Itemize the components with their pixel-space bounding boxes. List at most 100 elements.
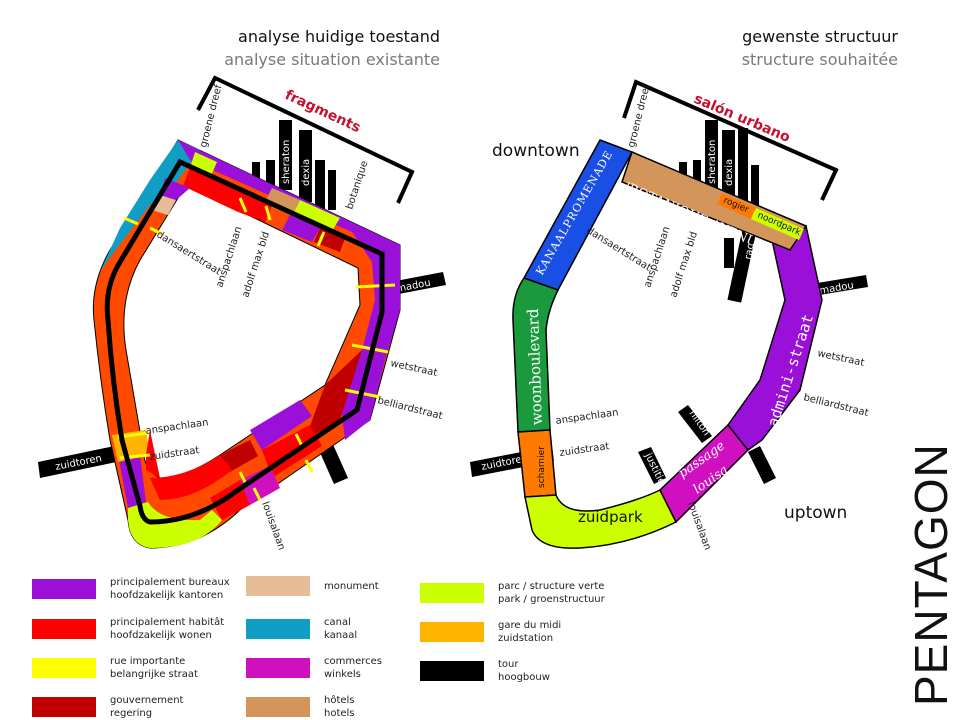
legend-swatch — [420, 661, 484, 681]
zone-admini-straat — [727, 224, 823, 452]
legend-item-canal: canal kanaal — [246, 616, 357, 642]
street-dansaertstraat: dansaertstraat — [584, 225, 652, 273]
legend-label: hoogbouw — [498, 672, 550, 683]
tower-hilton — [678, 405, 712, 443]
segment-offices — [352, 232, 400, 360]
tower — [315, 160, 325, 210]
tower-justitie — [638, 447, 666, 484]
legend-label: tour — [498, 659, 519, 670]
tower-label-rac: rac — [743, 243, 757, 260]
fragments-bracket — [196, 75, 415, 204]
right-panel: gewenste structuur structure souhaitée s… — [470, 27, 898, 552]
tower-zuidtoren — [38, 444, 126, 478]
legend-swatch — [32, 658, 96, 678]
zone-rogier — [717, 193, 756, 219]
legend-swatch — [420, 622, 484, 642]
legend-label: hoofdzakelijk kantoren — [110, 590, 224, 601]
street-marker — [304, 459, 314, 473]
segment-park — [292, 200, 340, 234]
legend-item-monument: monument — [246, 576, 379, 596]
street-marker — [294, 433, 304, 447]
right-subtitle: structure souhaitée — [742, 50, 898, 69]
street-belliardstraat: belliardstraat — [802, 392, 869, 419]
tower — [748, 446, 776, 484]
legend-swatch — [246, 576, 310, 596]
left-panel: analyse huidige toestand analyse situati… — [38, 27, 446, 552]
legend-label: hotels — [324, 708, 355, 719]
right-title: gewenste structuur — [742, 27, 898, 46]
left-title: analyse huidige toestand — [238, 27, 440, 46]
legend-label: kanaal — [324, 630, 358, 641]
left-ring-centerline — [104, 158, 385, 525]
street-botanique: botanique — [344, 160, 370, 211]
legend-label: principalement bureaux — [110, 577, 230, 588]
segment-park — [190, 152, 217, 178]
tower-label-dexia: dexia — [301, 159, 312, 186]
right-zones — [512, 139, 823, 549]
legend-label: parc / structure verte — [498, 581, 605, 592]
legend-label: canal — [324, 617, 351, 628]
tower — [266, 160, 275, 190]
legend-label: hoofdzakelijk wonen — [110, 630, 212, 641]
legend-swatch — [246, 697, 310, 717]
legend-item-hotels: hôtels hotels — [246, 694, 355, 720]
legend-label: commerces — [324, 656, 383, 667]
street-marker — [252, 487, 262, 501]
tower-sheraton — [279, 120, 292, 190]
label-zuidpark: zuidpark — [578, 508, 643, 526]
tower-dexia — [722, 130, 735, 202]
street-marker — [316, 231, 326, 247]
street-marker — [238, 197, 248, 213]
tower-rac — [727, 231, 756, 303]
tower — [738, 128, 748, 206]
street-marker — [123, 216, 139, 226]
pentagon-title: PENTAGON — [905, 443, 957, 706]
right-towers: sheraton dexia rac madou zuidtoren justi… — [470, 120, 868, 487]
legend-swatch — [32, 619, 96, 639]
street-belliardstraat: belliardstraat — [376, 395, 443, 422]
street-anspachlaan-top: anspachlaan — [642, 225, 672, 289]
legend-swatch — [420, 583, 484, 603]
tower — [751, 165, 759, 205]
segment-government — [305, 350, 362, 440]
legend-label: monument — [324, 580, 379, 592]
segment-housing — [183, 168, 245, 212]
street-marker — [355, 283, 396, 289]
street-groene-dreef: groene dreef — [198, 83, 224, 148]
legend-item-shops: commerces winkels — [246, 655, 382, 681]
legend-item-tower: tour hoogbouw — [420, 658, 550, 684]
legend-item-park: parc / structure verte park / groenstruct… — [420, 580, 605, 606]
tower-sheraton — [705, 120, 718, 192]
tower — [693, 160, 701, 184]
street-marker — [149, 226, 163, 236]
street-anspachlaan-bottom: anspachlaan — [555, 407, 619, 427]
legend-item-station: gare du midi zuidstation — [420, 619, 561, 645]
legend-swatch — [32, 697, 96, 717]
legend-label: park / groenstructuur — [498, 594, 605, 605]
segment-government — [220, 440, 258, 472]
label-woonboulevard: woonboulevard — [524, 308, 546, 426]
legend-label: zuidstation — [498, 633, 554, 644]
segment-shops — [240, 466, 280, 505]
downtown-label: downtown — [492, 141, 580, 161]
legend-label: gouvernement — [110, 695, 184, 706]
segment-housing — [150, 455, 232, 500]
street-zuidstraat: zuidstraat — [559, 441, 610, 459]
tower — [328, 170, 336, 210]
segment-hotels — [264, 188, 300, 216]
street-marker — [264, 205, 272, 221]
left-street-markers — [117, 197, 396, 501]
legend-label: gare du midi — [498, 620, 562, 631]
street-louisalaan: louisalaan — [259, 500, 287, 551]
legend-label: rue importante — [110, 656, 186, 667]
salon-urbano-bracket — [622, 79, 839, 201]
tower-label-sheraton: sheraton — [707, 140, 718, 184]
legend-label: winkels — [324, 669, 361, 680]
tower-label-dexia: dexia — [724, 159, 735, 186]
legend-swatch — [32, 579, 96, 599]
legend-label: hôtels — [324, 695, 355, 706]
